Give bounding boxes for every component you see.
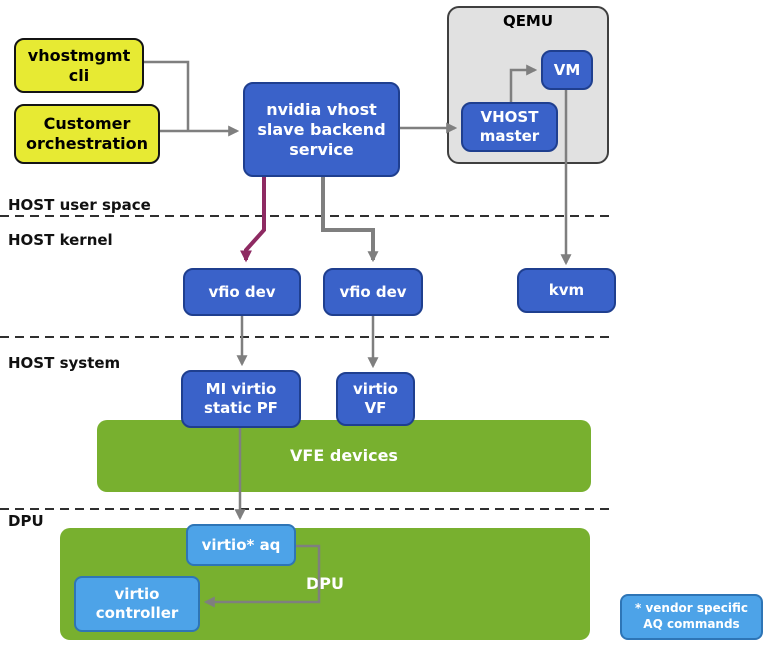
vendor-aq-note: * vendor specific AQ commands — [620, 594, 763, 640]
vfio-dev-node-1: vfio dev — [183, 268, 301, 316]
zone-label-dpu: DPU — [8, 512, 44, 530]
qemu-container-label: QEMU — [502, 12, 554, 30]
zone-label-host-kernel: HOST kernel — [8, 231, 113, 249]
vm-node: VM — [541, 50, 593, 90]
zone-label-host-system: HOST system — [8, 354, 121, 372]
vhost-master-node: VHOST master — [461, 102, 558, 152]
zone-label-host-user-space: HOST user space — [8, 196, 151, 214]
virtio-controller-node: virtio controller — [74, 576, 200, 632]
mi-virtio-static-pf-node: MI virtio static PF — [181, 370, 301, 428]
virtio-aq-node: virtio* aq — [186, 524, 296, 566]
kvm-node: kvm — [517, 268, 616, 313]
arrow-service-to-vfio-dev-2 — [321, 177, 379, 263]
virtio-vf-node: virtio VF — [336, 372, 415, 426]
vfe-devices-bar: VFE devices — [97, 420, 591, 492]
nvidia-vhost-service-node: nvidia vhost slave backend service — [243, 82, 400, 177]
arrow-service-to-vfio-dev-1 — [240, 177, 266, 263]
vfio-dev-node-2: vfio dev — [323, 268, 423, 316]
customer-orchestration-node: Customer orchestration — [14, 104, 160, 164]
vhostmgmt-cli-node: vhostmgmt cli — [14, 38, 144, 93]
